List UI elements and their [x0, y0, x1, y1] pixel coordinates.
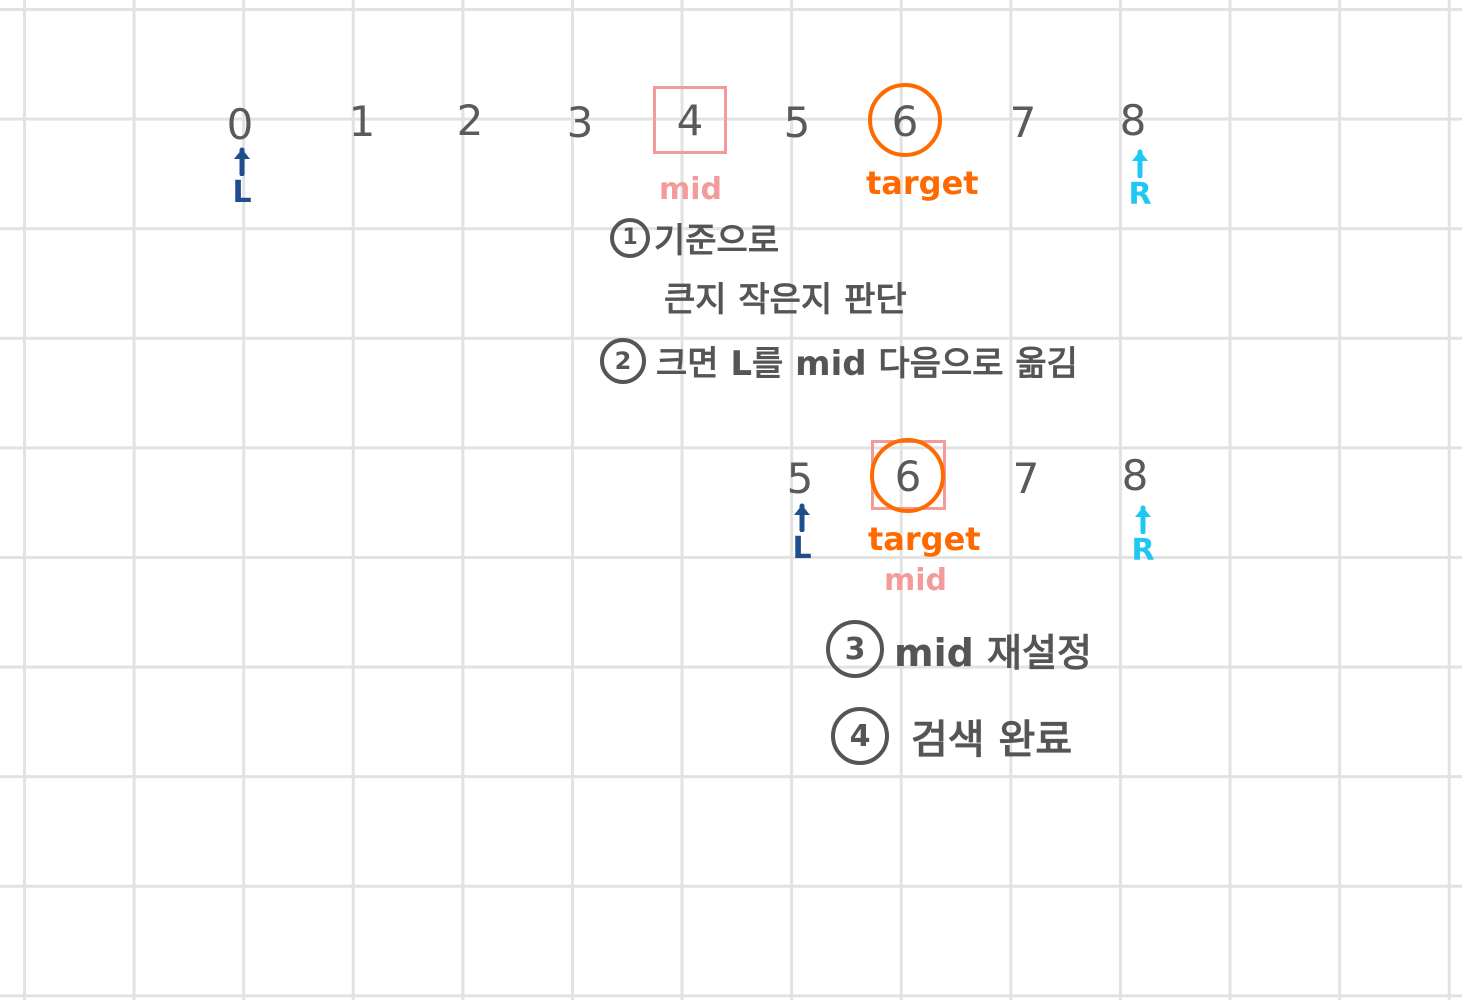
left-pointer-letter-2: L: [792, 531, 812, 566]
step-3-badge: 3: [826, 620, 884, 678]
step-4-text: 검색 완료: [911, 717, 1073, 763]
up-arrow-icon: [1132, 149, 1148, 178]
up-arrow-icon: [1135, 505, 1151, 534]
step-2-text: 크면 L를 mid 다음으로 옮김: [656, 344, 1078, 384]
index-7: 7: [1009, 98, 1037, 147]
left-pointer-1: L: [227, 146, 257, 208]
step-2-badge: 2: [600, 337, 646, 384]
target-circle-2: [870, 438, 945, 513]
index-5: 5: [783, 98, 811, 147]
left-pointer-letter: L: [232, 175, 252, 210]
index-2: 2: [456, 96, 484, 145]
step-4-badge: 4: [831, 707, 889, 765]
index-6: 6: [891, 97, 919, 146]
index-7-row2: 7: [1012, 454, 1040, 503]
index-0: 0: [226, 100, 254, 149]
step-1-badge: 1: [610, 217, 650, 258]
index-4: 4: [676, 96, 704, 145]
up-arrow-icon: [794, 503, 810, 532]
step-1-line-1: 1 기준으로: [610, 213, 779, 262]
index-8: 8: [1119, 96, 1147, 145]
step-2: 2 크면 L를 mid 다음으로 옮김: [600, 336, 1078, 385]
index-8-row2: 8: [1121, 451, 1149, 500]
up-arrow-icon: [234, 147, 250, 176]
target-circle-1: [868, 83, 942, 157]
right-pointer-letter-2: R: [1131, 533, 1155, 568]
mid-label-1: mid: [659, 172, 723, 207]
index-1: 1: [348, 97, 376, 146]
left-pointer-2: L: [787, 502, 817, 564]
step-1-line-2: 큰지 작은지 판단: [664, 272, 907, 321]
mid-box-1: [653, 86, 727, 154]
target-label-2: target: [868, 520, 981, 558]
target-label-1: target: [866, 164, 979, 202]
mid-label-2: mid: [884, 563, 948, 598]
step-3-text: mid 재설정: [894, 630, 1092, 675]
step-1-text-1: 기준으로: [654, 221, 780, 261]
step-3: 3 mid 재설정: [826, 620, 1092, 678]
index-3: 3: [566, 98, 594, 147]
right-pointer-2: R: [1128, 504, 1158, 566]
step-4: 4 검색 완료: [831, 707, 1072, 765]
index-5-row2: 5: [786, 454, 814, 503]
right-pointer-letter: R: [1128, 177, 1152, 212]
index-6-row2: 6: [894, 452, 922, 501]
right-pointer-1: R: [1125, 148, 1155, 210]
step-1-text-2: 큰지 작은지 판단: [664, 280, 907, 320]
